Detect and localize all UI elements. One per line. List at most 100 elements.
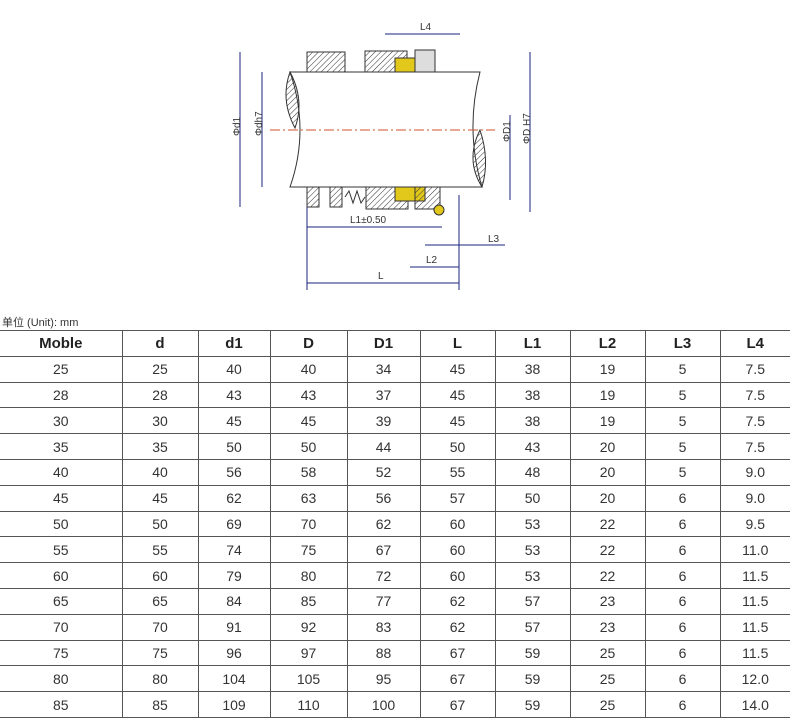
- table-cell: 6: [644, 665, 721, 693]
- column-header: d: [121, 330, 199, 357]
- table-cell: 43: [269, 381, 348, 409]
- table-cell: 5: [644, 355, 721, 383]
- table-cell: 45: [269, 407, 348, 435]
- table-cell: 96: [197, 639, 271, 667]
- table-cell: 7.5: [719, 407, 790, 435]
- table-cell: 25: [569, 665, 646, 693]
- table-cell: 91: [197, 613, 271, 641]
- table-cell: 55: [121, 536, 199, 564]
- label-L2: L2: [426, 255, 438, 266]
- column-header: L1: [494, 330, 571, 357]
- table-cell: 34: [346, 355, 421, 383]
- table-cell: 53: [494, 562, 571, 589]
- table-cell: 45: [121, 484, 199, 512]
- table-cell: 6: [644, 691, 721, 718]
- table-cell: 52: [346, 458, 421, 486]
- table-cell: 53: [494, 536, 571, 564]
- table-cell: 11.0: [719, 536, 790, 564]
- table-cell: 105: [269, 665, 348, 693]
- table-cell: 45: [419, 355, 496, 383]
- table-cell: 80: [121, 665, 199, 693]
- table-cell: 6: [644, 484, 721, 512]
- table-cell: 80: [0, 665, 123, 693]
- table-cell: 57: [419, 484, 496, 512]
- table-cell: 62: [346, 510, 421, 538]
- table-cell: 50: [269, 433, 348, 460]
- table-cell: 6: [644, 510, 721, 538]
- table-cell: 5: [644, 433, 721, 460]
- table-cell: 67: [419, 665, 496, 693]
- label-dh7: Φdh7: [254, 111, 265, 136]
- table-cell: 25: [569, 691, 646, 718]
- table-cell: 40: [0, 458, 123, 486]
- seal-cross-section-diagram: L4 Φd1 Φdh7 ΦD1 ΦD H7 L1±0.50 L3 L2 L: [232, 22, 533, 290]
- table-cell: 88: [346, 639, 421, 667]
- table-cell: 55: [0, 536, 123, 564]
- table-cell: 50: [0, 510, 123, 538]
- table-cell: 22: [569, 536, 646, 564]
- table-cell: 70: [269, 510, 348, 538]
- table-cell: 62: [419, 587, 496, 615]
- table-cell: 56: [346, 484, 421, 512]
- table-cell: 7.5: [719, 355, 790, 383]
- table-cell: 35: [0, 433, 123, 460]
- table-cell: 25: [121, 355, 199, 383]
- table-cell: 9.5: [719, 510, 790, 538]
- table-cell: 75: [121, 639, 199, 667]
- table-cell: 72: [346, 562, 421, 589]
- table-cell: 43: [494, 433, 571, 460]
- table-cell: 92: [269, 613, 348, 641]
- table-cell: 11.5: [719, 587, 790, 615]
- table-cell: 109: [197, 691, 271, 718]
- table-cell: 55: [419, 458, 496, 486]
- table-cell: 20: [569, 433, 646, 460]
- table-cell: 25: [569, 639, 646, 667]
- table-cell: 7.5: [719, 381, 790, 409]
- table-cell: 20: [569, 484, 646, 512]
- table-cell: 60: [0, 562, 123, 589]
- table-cell: 95: [346, 665, 421, 693]
- table-cell: 57: [494, 587, 571, 615]
- table-cell: 60: [419, 562, 496, 589]
- table-cell: 45: [419, 407, 496, 435]
- table-cell: 30: [0, 407, 123, 435]
- table-cell: 70: [0, 613, 123, 641]
- table-cell: 28: [0, 381, 123, 409]
- table-cell: 12.0: [719, 665, 790, 693]
- table-cell: 5: [644, 458, 721, 486]
- table-cell: 38: [494, 355, 571, 383]
- table-cell: 97: [269, 639, 348, 667]
- table-cell: 84: [197, 587, 271, 615]
- table-cell: 104: [197, 665, 271, 693]
- table-cell: 59: [494, 639, 571, 667]
- table-cell: 5: [644, 381, 721, 409]
- table-cell: 11.5: [719, 613, 790, 641]
- table-cell: 85: [0, 691, 123, 718]
- column-header: D: [269, 330, 348, 357]
- table-cell: 56: [197, 458, 271, 486]
- table-cell: 6: [644, 613, 721, 641]
- table-cell: 23: [569, 613, 646, 641]
- table-cell: 59: [494, 691, 571, 718]
- table-cell: 40: [197, 355, 271, 383]
- table-cell: 85: [121, 691, 199, 718]
- table-cell: 35: [121, 433, 199, 460]
- table-cell: 50: [419, 433, 496, 460]
- table-cell: 50: [494, 484, 571, 512]
- table-cell: 83: [346, 613, 421, 641]
- table-cell: 53: [494, 510, 571, 538]
- label-L1: L1±0.50: [350, 215, 387, 226]
- table-cell: 14.0: [719, 691, 790, 718]
- label-DH7: ΦD H7: [522, 113, 533, 144]
- table-cell: 67: [346, 536, 421, 564]
- unit-label: 单位 (Unit): mm: [2, 317, 79, 329]
